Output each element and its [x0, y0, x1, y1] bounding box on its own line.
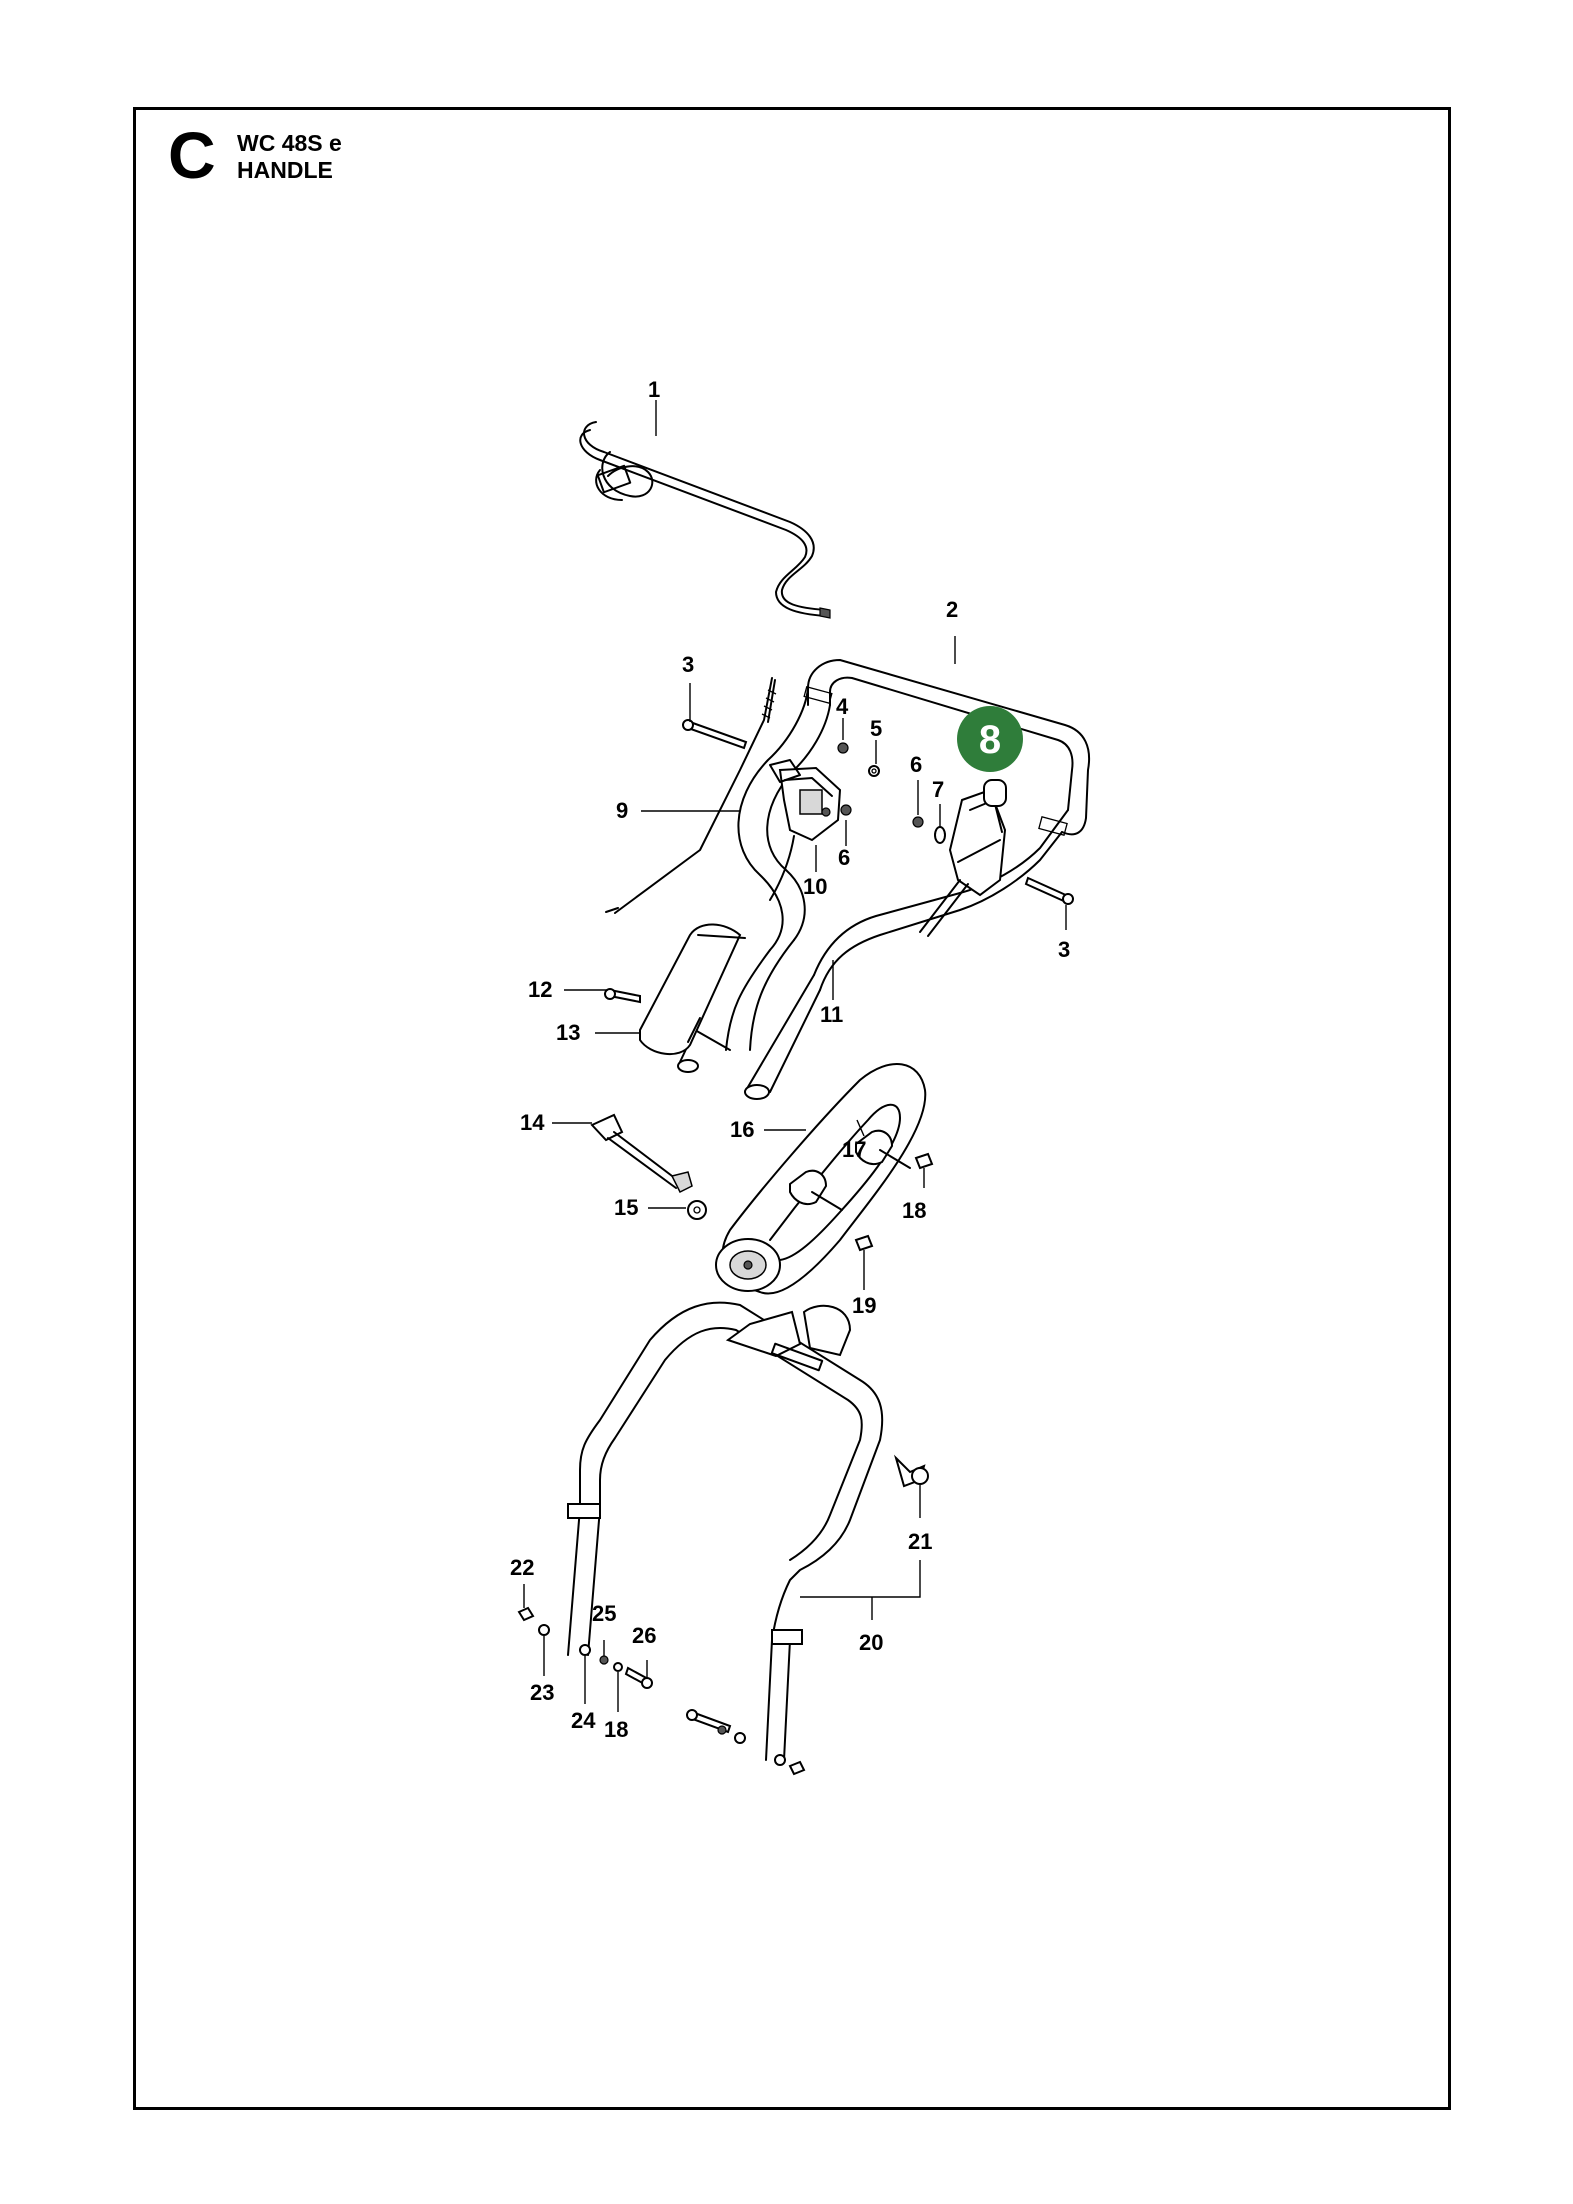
part-10-control-housing	[769, 759, 842, 901]
part-14-knob	[590, 1113, 693, 1194]
callout-9: 9	[616, 798, 628, 823]
part-8-lever	[919, 779, 1007, 937]
callout-3: 3	[682, 652, 694, 677]
section-letter: C	[168, 118, 216, 192]
callout-3b: 3	[1058, 937, 1070, 962]
callout-16: 16	[730, 1117, 754, 1142]
callout-7: 7	[932, 777, 944, 802]
callout-20: 20	[859, 1630, 883, 1655]
callout-5: 5	[870, 716, 882, 741]
callout-15: 15	[614, 1195, 638, 1220]
callout-18b: 18	[604, 1717, 628, 1742]
part-21-bolt	[893, 1454, 929, 1488]
part-3-screw-left	[682, 719, 748, 750]
part-1-bail-bar	[579, 421, 831, 619]
part-18-nut-upper	[914, 1152, 934, 1170]
callout-22: 22	[510, 1555, 534, 1580]
highlight-label: 8	[979, 718, 1001, 762]
callout-19: 19	[852, 1293, 876, 1318]
callout-23: 23	[530, 1680, 554, 1705]
callout-26: 26	[632, 1623, 656, 1648]
model-title: WC 48S e	[237, 130, 342, 156]
callout-18: 18	[902, 1198, 926, 1223]
callout-10: 10	[803, 874, 827, 899]
callout-21: 21	[908, 1529, 932, 1554]
part-9-cable	[605, 677, 777, 914]
callout-4: 4	[836, 694, 849, 719]
callout-17: 17	[842, 1137, 866, 1162]
callout-2: 2	[946, 597, 958, 622]
diagram-frame	[133, 107, 1451, 2110]
callout-24: 24	[571, 1708, 596, 1733]
fastener-5	[868, 765, 880, 777]
fastener-6-left	[840, 804, 852, 816]
callout-11: 11	[820, 1002, 843, 1027]
callout-1: 1	[648, 377, 660, 402]
part-12-screw	[604, 988, 641, 1004]
callout-6: 6	[910, 752, 922, 777]
hardware-right-group	[686, 1709, 806, 1776]
assembly-title: HANDLE	[237, 157, 333, 183]
part-17-bumper-lower	[789, 1169, 843, 1211]
fastener-4	[837, 742, 849, 754]
fastener-6-right	[912, 816, 924, 828]
part-3-screw-right	[1024, 876, 1074, 905]
part-20-lower-handle	[567, 1301, 884, 1761]
part-13-cover	[639, 923, 746, 1056]
callout-labels: 1 2 3 4 5 6 7 9 6 10 3 11 12 13 14 16 17…	[510, 377, 1070, 1742]
part-17-bumper-upper	[855, 1129, 911, 1169]
fastener-7	[934, 826, 946, 844]
highlight-callout-8[interactable]: 8	[957, 706, 1023, 772]
callout-6b: 6	[838, 845, 850, 870]
leader-lines	[523, 400, 1067, 1712]
callout-25: 25	[592, 1601, 616, 1626]
callout-12: 12	[528, 977, 552, 1002]
callout-14: 14	[520, 1110, 545, 1135]
part-19-nut	[854, 1234, 874, 1252]
part-15-washer	[687, 1200, 707, 1220]
hardware-left-group	[517, 1606, 653, 1689]
callout-13: 13	[556, 1020, 580, 1045]
highlight-badge	[957, 706, 1023, 772]
